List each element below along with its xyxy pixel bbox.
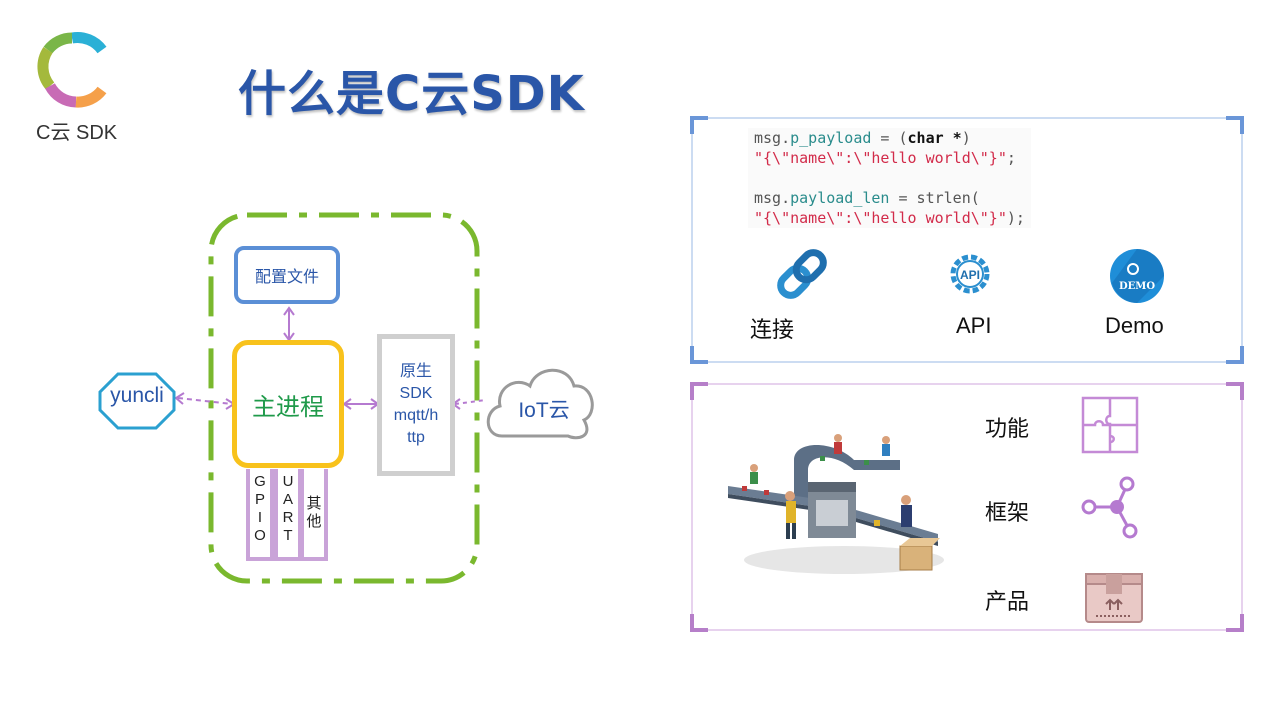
products-panel-frame [690, 382, 1244, 632]
code-token: ) [961, 129, 971, 147]
uart-port: U A R T [274, 469, 302, 561]
code-string: "{\"name\":\"hello world\"}" [754, 149, 1007, 167]
uart-char: R [282, 509, 294, 526]
code-string: "{\"name\":\"hello world\"}" [754, 209, 1007, 227]
gpio-char: G [254, 473, 266, 490]
code-field: p_payload [790, 129, 872, 147]
code-token: ; [1006, 149, 1016, 167]
gpio-char: P [254, 491, 265, 508]
gpio-port: G P I O [246, 469, 274, 561]
native-sdk-line: ttp [407, 429, 425, 446]
code-token: = strlen( [889, 189, 980, 207]
logo [36, 30, 108, 110]
demo-icon-text: DEMO [1119, 281, 1155, 292]
logo-c-icon [37, 32, 107, 108]
code-token: ); [1006, 209, 1025, 227]
iot-cloud-shape [486, 368, 594, 440]
code-token: msg. [754, 189, 791, 207]
yuncli-shape [98, 372, 176, 430]
uart-char: U [282, 473, 294, 490]
features-panel-frame [690, 116, 1244, 364]
chain-link-icon [772, 246, 832, 306]
yuncli-label: yuncli [110, 384, 164, 407]
main-process-box: 主进程 [232, 340, 344, 468]
puzzle-icon [1081, 396, 1139, 458]
other-char: 他 [306, 513, 322, 530]
network-node-icon [1080, 475, 1140, 545]
feature-label-connect: 连接 [750, 318, 795, 343]
code-token: = ( [871, 129, 908, 147]
native-sdk-box: 原生 SDK mqtt/h ttp [377, 334, 455, 476]
row-label-product: 产品 [985, 590, 1030, 615]
other-char: 其 [306, 495, 322, 512]
code-field: payload_len [790, 189, 890, 207]
iot-cloud-label: IoT云 [518, 399, 570, 422]
sdk-boundary [208, 212, 480, 584]
api-gear-icon: API [946, 250, 994, 302]
row-label-framework: 框架 [985, 501, 1030, 526]
gpio-char: I [257, 509, 263, 526]
native-sdk-line: mqtt/h [393, 407, 439, 424]
code-type: char * [907, 129, 962, 147]
package-box-icon [1084, 570, 1144, 630]
uart-char: T [283, 527, 293, 544]
code-snippet: msg.p_payload = (char *) "{\"name\":\"he… [748, 128, 1031, 228]
code-token: msg. [754, 129, 791, 147]
api-icon-text: API [960, 268, 980, 282]
factory-illustration [724, 430, 948, 582]
other-port: 其 他 [300, 469, 328, 561]
feature-label-api: API [956, 313, 992, 338]
logo-text: C云 SDK [36, 122, 118, 144]
row-label-function: 功能 [985, 417, 1030, 442]
config-file-box: 配置文件 [234, 246, 340, 304]
main-process-label: 主进程 [252, 393, 324, 421]
native-sdk-line: SDK [399, 385, 433, 402]
gpio-char: O [254, 527, 266, 544]
config-file-label: 配置文件 [254, 269, 319, 286]
page-title: 什么是C云SDK [238, 66, 585, 122]
uart-char: A [282, 491, 293, 508]
native-sdk-line: 原生 [399, 363, 432, 380]
demo-badge-icon: DEMO [1108, 247, 1166, 309]
feature-label-demo: Demo [1105, 313, 1164, 338]
